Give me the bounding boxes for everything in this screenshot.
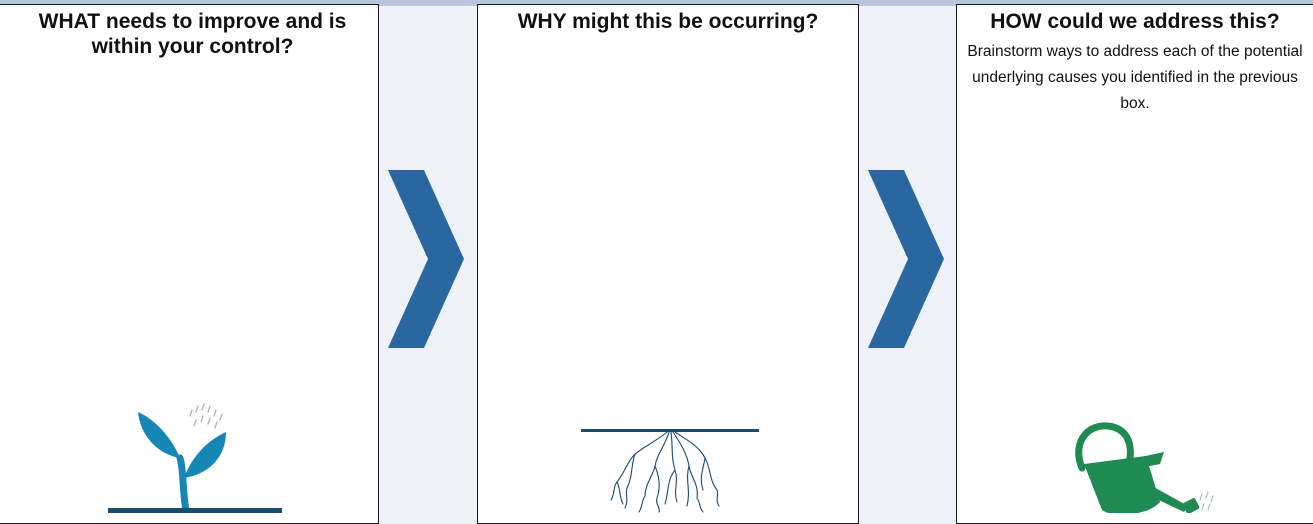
why-panel: WHY might this be occurring?: [477, 4, 859, 524]
what-title: WHAT needs to improve and is within your…: [38, 10, 347, 58]
top-bar: [0, 0, 1313, 6]
chevron-right-icon: [868, 170, 944, 348]
roots-icon: [581, 429, 759, 513]
seedling-icon: [108, 403, 282, 513]
chevron-right-icon: [388, 170, 464, 348]
watering-can-icon: [1075, 422, 1214, 513]
why-title: WHY might this be occurring?: [517, 10, 819, 33]
how-panel: HOW could we address this? Brainstorm wa…: [956, 4, 1313, 524]
how-description: Brainstorm ways to address each of the p…: [967, 43, 1303, 112]
how-title: HOW could we address this?: [990, 10, 1280, 33]
what-panel: WHAT needs to improve and is within your…: [0, 4, 379, 524]
